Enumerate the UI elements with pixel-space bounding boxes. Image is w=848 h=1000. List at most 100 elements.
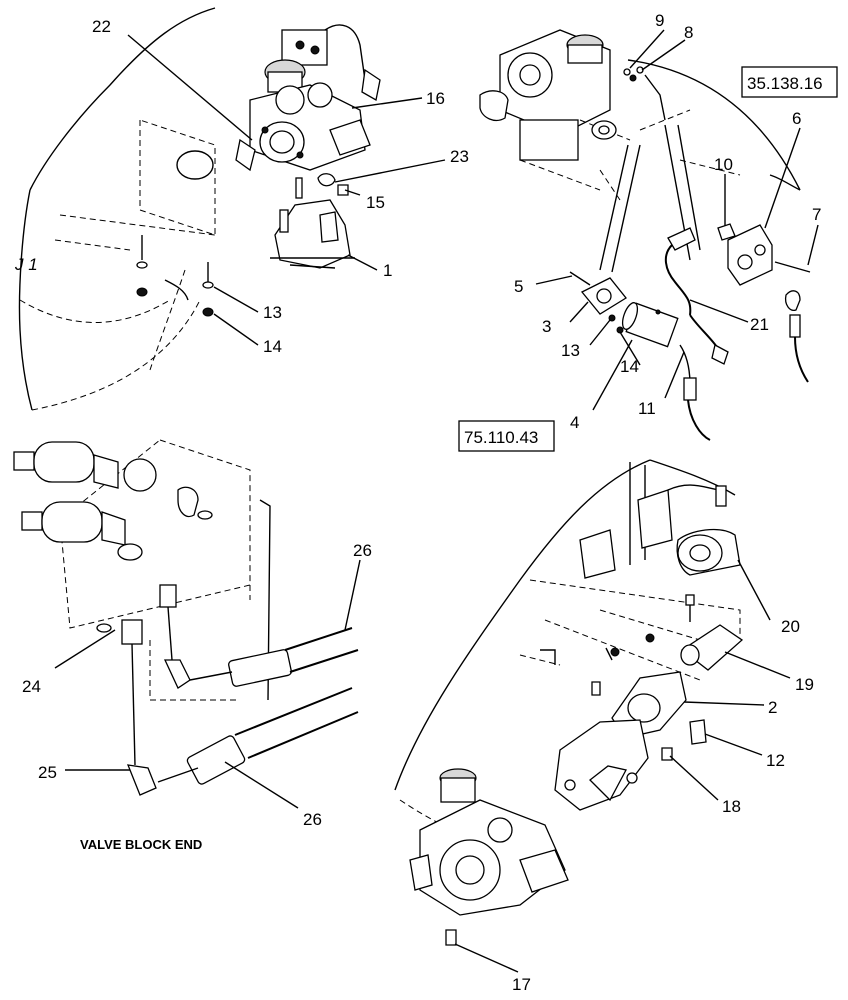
callout-7: 7 xyxy=(812,205,821,224)
callout-13-top-left: 13 xyxy=(263,303,282,322)
leader-20 xyxy=(737,559,771,621)
callout-8: 8 xyxy=(684,23,693,42)
view-bottom-left xyxy=(13,439,359,796)
leader-15 xyxy=(344,189,361,196)
hose-stub xyxy=(164,279,189,301)
leader-17 xyxy=(454,943,519,973)
leader-14-right xyxy=(619,331,641,366)
valve-block-end-caption: VALVE BLOCK END xyxy=(80,837,202,852)
bolt xyxy=(261,126,269,134)
washer-9b xyxy=(629,74,637,82)
panel-outline-right xyxy=(627,59,801,191)
callout-15: 15 xyxy=(366,193,385,212)
mount-plate-dashed xyxy=(139,119,216,236)
leaders-bottom-left xyxy=(54,559,361,809)
pump-fitting-left xyxy=(235,138,256,172)
panel-outline-tip xyxy=(769,174,801,191)
hose-link-lower xyxy=(157,767,199,783)
leader-5 xyxy=(535,275,573,285)
tube-21 xyxy=(664,244,692,316)
solenoid-2 xyxy=(41,501,103,543)
pump-bracket xyxy=(554,719,649,811)
panel-marking: J 1 xyxy=(14,255,38,274)
pump-head xyxy=(281,29,328,66)
fitting-24 xyxy=(121,619,143,645)
guide-line-2 xyxy=(611,144,641,273)
panel-dashed-curve xyxy=(19,299,171,323)
washer xyxy=(136,261,148,269)
hose-coupling-upper xyxy=(228,649,292,687)
leader-18 xyxy=(669,755,719,801)
bracket-2-bore xyxy=(627,693,661,723)
pump-inlet-right xyxy=(479,90,509,122)
callout-24: 24 xyxy=(22,677,41,696)
callout-1: 1 xyxy=(383,261,392,280)
leader-24 xyxy=(54,629,116,669)
callout-16: 16 xyxy=(426,89,445,108)
body-panel-outline xyxy=(29,7,216,191)
leader-1 xyxy=(347,254,378,271)
pump-face-inner-right xyxy=(519,64,541,86)
valve-block-dashed xyxy=(59,439,251,629)
bracket-edge xyxy=(259,499,271,701)
mount-box xyxy=(579,529,616,579)
solenoid-2-nut xyxy=(101,511,126,546)
bolt-vertical-2 xyxy=(295,177,303,199)
hose-coupling-lower xyxy=(186,735,246,785)
washer-24 xyxy=(96,623,112,633)
leader-11 xyxy=(664,351,685,399)
panel-dashed-edge xyxy=(31,299,201,411)
leader-14 xyxy=(213,313,259,346)
panel-notch xyxy=(540,649,556,665)
tube-24 xyxy=(131,643,136,766)
bolt-mount xyxy=(591,681,601,696)
body-panel-bottom-right xyxy=(394,459,651,791)
pump-bracket-web xyxy=(589,765,627,802)
callout-18: 18 xyxy=(722,797,741,816)
pump-fitting xyxy=(361,68,381,102)
ref-35-138-16: 35.138.16 xyxy=(747,74,823,93)
body-panel-top-edge xyxy=(649,459,736,496)
pump-base-right xyxy=(519,119,579,161)
view-top-right xyxy=(479,29,811,441)
washer-13-right xyxy=(608,314,616,322)
pump-outlet-bottom xyxy=(519,849,569,893)
elbow-fitting xyxy=(784,290,801,311)
bolt-8 xyxy=(644,74,666,121)
bolt xyxy=(296,151,304,159)
leader-26-lower xyxy=(224,761,299,809)
upright-hose-end xyxy=(715,485,727,507)
bolt-mount-2 xyxy=(605,647,613,661)
hose-guide-dashed xyxy=(149,640,240,701)
callout-9: 9 xyxy=(655,11,664,30)
washer-13 xyxy=(202,281,214,289)
coupling-pin-head xyxy=(685,594,695,606)
ref-75-110-43: 75.110.43 xyxy=(464,428,538,447)
hose-26-lower xyxy=(234,687,359,759)
panel-dashed-extra xyxy=(519,619,701,681)
valve-port xyxy=(737,254,753,270)
port-fitting xyxy=(177,486,199,518)
leader-6 xyxy=(764,127,801,229)
leader-23 xyxy=(334,159,446,183)
view-bottom-right xyxy=(394,459,744,946)
body-panel-outline-lower xyxy=(18,189,33,411)
leader-3 xyxy=(569,301,589,323)
bolt xyxy=(295,40,305,50)
port-washer xyxy=(197,510,213,520)
callout-26-upper: 26 xyxy=(353,541,372,560)
callout-10: 10 xyxy=(714,155,733,174)
elbow-upper xyxy=(163,659,191,689)
plug xyxy=(117,543,143,561)
pump-assembly-top xyxy=(235,24,381,172)
callout-13-right: 13 xyxy=(561,341,580,360)
motor-end xyxy=(621,302,639,330)
solenoid-cap-1 xyxy=(13,451,35,471)
callout-26-lower: 26 xyxy=(303,810,322,829)
leader-19 xyxy=(724,651,791,679)
pump-ghost-right xyxy=(519,119,631,191)
hose-right xyxy=(794,336,809,383)
bolt xyxy=(310,45,320,55)
callout-5: 5 xyxy=(514,277,523,296)
pump-port xyxy=(275,85,305,115)
